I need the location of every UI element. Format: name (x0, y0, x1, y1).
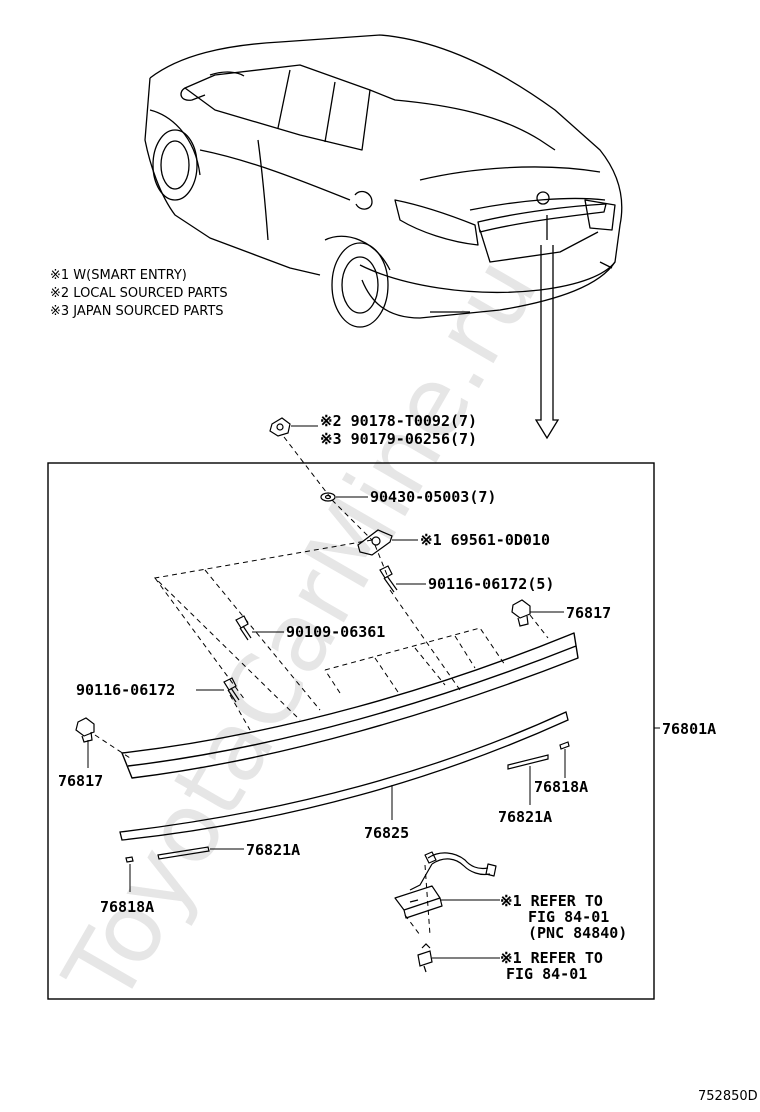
switch-icon (357, 529, 393, 556)
part-label-switch: ※1 69561-0D010 (420, 531, 550, 549)
part-label-clip-left: 76817 (58, 772, 103, 790)
part-label-screw-b: 90109-06361 (286, 623, 385, 641)
part-label-molding: 76825 (364, 824, 409, 842)
part-label-bulb-ref-2: FIG 84-01 (506, 965, 587, 983)
washer-icon (320, 492, 336, 502)
part-label-nut-japan: ※3 90179-06256(7) (320, 430, 477, 448)
bulb-icon (417, 943, 433, 973)
part-label-tape-right-small: 76818A (534, 778, 588, 796)
part-label-lamp-ref-3: (PNC 84840) (528, 924, 627, 942)
screw-icon (379, 565, 398, 593)
tape-icon (125, 846, 210, 863)
assembly-guide-lines (94, 436, 549, 936)
part-label-tape-left: 76821A (246, 841, 300, 859)
part-label-nut-local: ※2 90178-T0092(7) (320, 412, 477, 430)
part-label-tape-right: 76821A (498, 808, 552, 826)
molding-strip (119, 711, 569, 841)
part-label-lamp-ref-1: ※1 REFER TO (500, 892, 603, 910)
part-label-washer: 90430-05003(7) (370, 488, 496, 506)
assembly-frame (47, 462, 655, 1000)
part-label-lamp-ref-2: FIG 84-01 (528, 908, 609, 926)
clip-icon (511, 599, 531, 627)
car-illustration (144, 34, 623, 328)
pointer-arrow (534, 215, 560, 440)
part-label-screw-5: 90116-06172(5) (428, 575, 554, 593)
note-local-sourced: ※2 LOCAL SOURCED PARTS (50, 286, 228, 301)
tape-icon (507, 741, 570, 770)
note-japan-sourced: ※3 JAPAN SOURCED PARTS (50, 304, 224, 319)
part-label-bulb-ref-1: ※1 REFER TO (500, 949, 603, 967)
part-label-clip-right: 76817 (566, 604, 611, 622)
screw-icon (235, 615, 252, 641)
garnish-panel (121, 632, 579, 779)
part-label-tape-left-small: 76818A (100, 898, 154, 916)
diagram-code: 752850D (698, 1089, 758, 1104)
part-label-assembly: 76801A (662, 720, 716, 738)
screw-icon (223, 677, 240, 703)
part-label-screw-a: 90116-06172 (76, 681, 175, 699)
nut-icon (269, 417, 291, 437)
license-lamp-icon (394, 851, 497, 919)
clip-icon (75, 717, 95, 743)
note-smart-entry: ※1 W(SMART ENTRY) (50, 268, 187, 283)
